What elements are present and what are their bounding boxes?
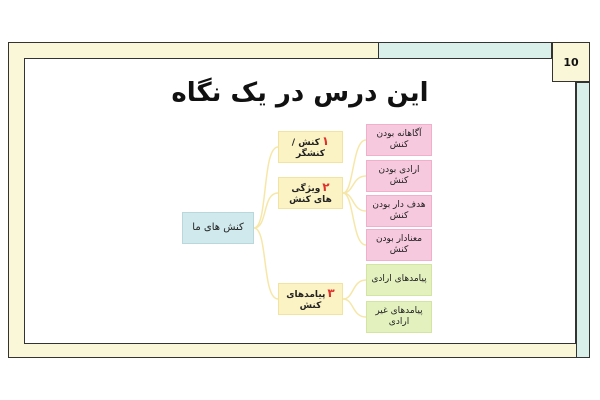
- slide-title: این درس در یک نگاه: [171, 78, 429, 108]
- feature-node-conscious: آگاهانه بودن کنش: [366, 124, 432, 156]
- diagram-root-node: کنش های ما: [182, 212, 254, 244]
- connector-branch2-feature-4: [342, 192, 367, 246]
- consequence-node-involuntary: پیامدهای غیر ارادی: [366, 301, 432, 333]
- feature-node-purposeful: هدف دار بودن کنش: [366, 195, 432, 227]
- branch-node-actor: ۱کنش / کنشگر: [278, 131, 343, 163]
- branch-number: ۱: [321, 133, 330, 148]
- feature-node-meaningful: معنادار بودن کنش: [366, 229, 432, 261]
- connector-root-branch-2: [253, 192, 279, 229]
- connector-branch3-cons-2: [342, 298, 367, 318]
- feature-node-voluntary: ارادی بودن کنش: [366, 160, 432, 192]
- branch-number: ۲: [322, 179, 330, 194]
- branch-node-features: ۲ویژگی های کنش: [278, 177, 343, 209]
- page-number: 10: [552, 42, 590, 82]
- connector-branch2-feature-1: [342, 139, 367, 194]
- connector-root-branch-3: [253, 227, 279, 300]
- right-frame-bar: [576, 82, 590, 358]
- branch-label: ویژگی های کنش: [289, 183, 332, 205]
- branch-label: کنش / کنشگر: [291, 137, 325, 159]
- gama-watermark-logo: [438, 354, 568, 384]
- connector-branch2-feature-2: [342, 175, 367, 194]
- branch-number: ۳: [327, 285, 335, 300]
- consequence-node-voluntary: پیامدهای ارادی: [366, 264, 432, 296]
- branch-label: پیامدهای کنش: [286, 289, 326, 311]
- connector-branch3-cons-1: [342, 279, 367, 300]
- connector-root-branch-1: [253, 146, 279, 229]
- branch-node-consequences: ۳پیامدهای کنش: [278, 283, 343, 315]
